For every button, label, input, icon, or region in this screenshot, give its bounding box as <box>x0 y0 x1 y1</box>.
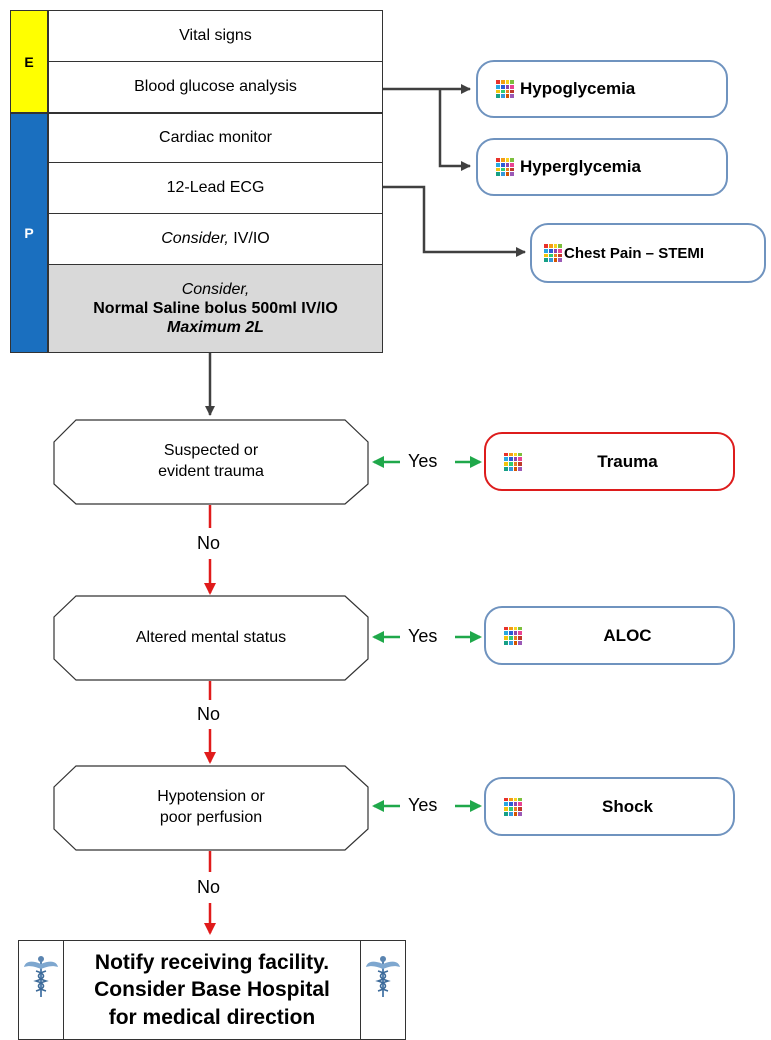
ref-trauma-label: Trauma <box>597 451 658 471</box>
step-vital-signs-label: Vital signs <box>179 27 252 45</box>
protocol-grid-icon <box>504 626 522 645</box>
decision-hypo-line1: Hypotension or <box>157 788 265 806</box>
footer-line-2: Consider Base Hospital <box>94 978 330 1002</box>
arrow-to-hyperglycemia <box>438 89 471 171</box>
protocol-grid-icon <box>496 158 514 176</box>
protocol-grid-icon <box>504 797 522 816</box>
caduceus-icon-left-wrap <box>19 941 64 1039</box>
ref-hypoglycemia-label: Hypoglycemia <box>520 79 636 98</box>
step-blood-glucose: Blood glucose analysis <box>48 62 383 113</box>
stage-e-bar: E <box>10 10 48 113</box>
decision-trauma-line2: evident trauma <box>158 463 264 480</box>
protocol-grid-icon <box>496 80 514 98</box>
notify-facility-box: Notify receiving facility. Consider Base… <box>18 940 406 1040</box>
no-label-3: No <box>197 877 221 897</box>
decision-altered-mental-status: Altered mental status <box>70 596 352 680</box>
step-bolus-main-label: Normal Saline bolus 500ml IV/IO <box>93 299 338 317</box>
ref-trauma[interactable]: Trauma <box>484 432 735 491</box>
yes-label-aloc: Yes <box>408 626 438 646</box>
step-12-lead-ecg: 12-Lead ECG <box>48 163 383 214</box>
ref-aloc-label: ALOC <box>603 625 652 645</box>
stage-p-bar: P <box>10 113 48 353</box>
ref-stemi-label: Chest Pain – STEMI <box>564 244 705 262</box>
ref-hypoglycemia[interactable]: Hypoglycemia <box>476 60 728 118</box>
arrow-to-stemi <box>383 185 526 257</box>
ref-aloc[interactable]: ALOC <box>484 606 735 665</box>
decision-ams-shape <box>53 595 369 681</box>
step-vital-signs: Vital signs <box>48 10 383 62</box>
protocol-grid-icon <box>504 452 522 471</box>
ref-shock-label: Shock <box>601 796 654 816</box>
decision-trauma-line1: Suspected or <box>163 442 259 460</box>
decision-hypotension: Hypotension or poor perfusion <box>70 766 352 850</box>
step-bolus-consider-label: Consider, <box>181 280 250 298</box>
step-ecg-label: 12-Lead ECG <box>166 179 265 197</box>
stage-p-label: P <box>24 225 34 241</box>
caduceus-icon <box>24 956 58 997</box>
step-iv-consider-label: Consider, <box>161 230 229 248</box>
ref-chest-pain-stemi[interactable]: Chest Pain – STEMI <box>530 223 766 283</box>
decision-ams-label: Altered mental status <box>135 628 287 646</box>
yes-label-shock: Yes <box>408 795 438 815</box>
notify-facility-text: Notify receiving facility. Consider Base… <box>64 941 360 1039</box>
caduceus-icon <box>366 956 400 997</box>
ref-shock[interactable]: Shock <box>484 777 735 836</box>
decision-hypotension-shape <box>53 765 369 851</box>
no-label-1: No <box>197 533 221 553</box>
stage-e-label: E <box>24 53 34 70</box>
caduceus-icon-right-wrap <box>360 941 405 1039</box>
yes-label-trauma: Yes <box>408 451 438 471</box>
protocol-grid-icon <box>544 244 562 262</box>
no-label-2: No <box>197 704 221 724</box>
step-iv-io-label: IV/IO <box>228 230 270 248</box>
step-saline-bolus: Consider, Normal Saline bolus 500ml IV/I… <box>48 265 383 353</box>
ref-hyperglycemia[interactable]: Hyperglycemia <box>476 138 728 196</box>
decision-trauma-shape <box>53 419 369 505</box>
step-iv-io: Consider, IV/IO <box>48 214 383 265</box>
decision-trauma: Suspected or evident trauma <box>70 420 352 504</box>
step-blood-glucose-label: Blood glucose analysis <box>134 78 297 96</box>
step-cardiac-monitor: Cardiac monitor <box>48 113 383 163</box>
ref-hyperglycemia-label: Hyperglycemia <box>520 157 641 176</box>
footer-line-1: Notify receiving facility. <box>94 951 330 975</box>
footer-line-3: for medical direction <box>108 1005 316 1029</box>
step-bolus-max-label: Maximum 2L <box>167 319 264 337</box>
decision-hypo-line2: poor perfusion <box>159 809 263 826</box>
step-cardiac-monitor-label: Cardiac monitor <box>159 129 272 147</box>
